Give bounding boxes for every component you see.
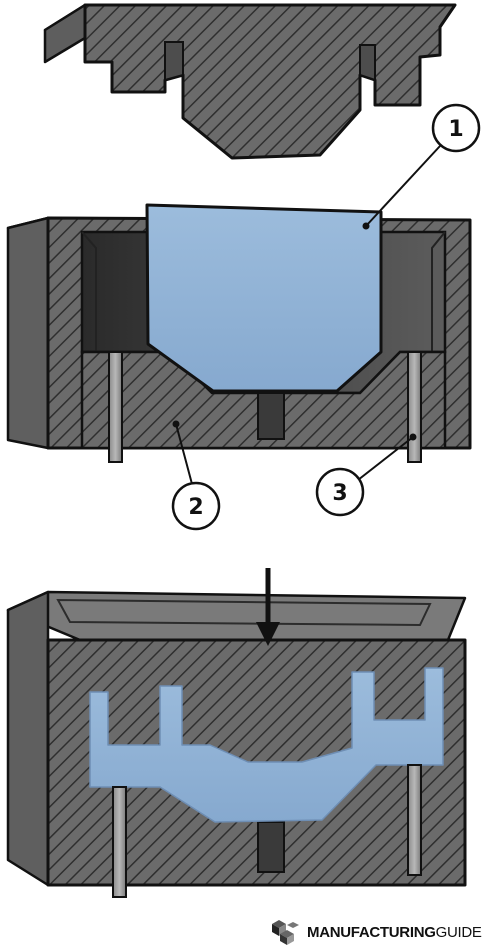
closed-mold: [6, 590, 467, 898]
callout-label-1: 1: [448, 117, 463, 142]
press-direction-arrow: [256, 568, 280, 646]
lower-mold-open: [6, 203, 472, 463]
callout-label-3: 3: [332, 481, 347, 506]
brand-wordmark: MANUFACTURINGGUIDE: [307, 924, 482, 941]
callout-label-2: 2: [188, 495, 203, 520]
upper-punch: [43, 3, 457, 160]
brand-light: GUIDE: [435, 923, 482, 941]
brand-bold: MANUFACTURING: [307, 923, 436, 941]
callout-3: 3: [315, 433, 417, 517]
cube-logo-icon: [272, 920, 299, 945]
manufacturing-guide-brand: MANUFACTURINGGUIDE: [271, 918, 482, 946]
callout-2: 2: [171, 420, 221, 531]
callout-1: 1: [362, 103, 481, 230]
